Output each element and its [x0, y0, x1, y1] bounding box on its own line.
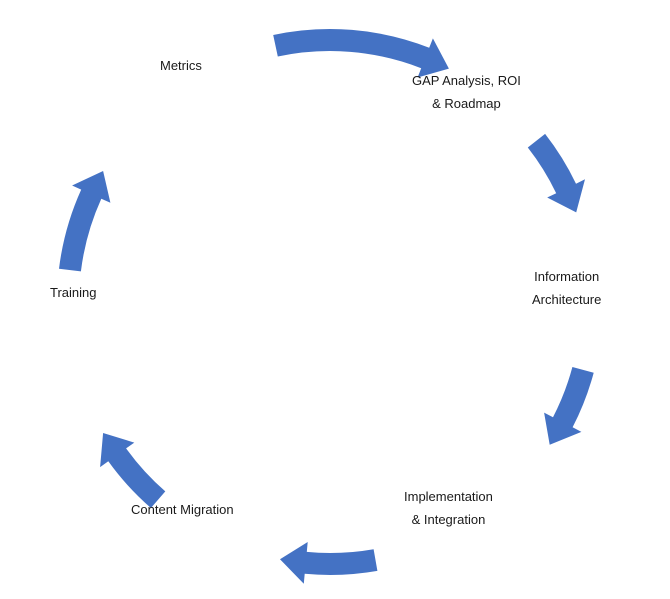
stage-label-line: Training [50, 285, 97, 300]
stage-label-information-architecture: Information Architecture [532, 265, 601, 311]
stage-label-line: & Integration [411, 512, 486, 527]
stage-label-line: Content Migration [131, 502, 234, 517]
stage-label-implementation: Implementation & Integration [404, 485, 493, 531]
cycle-arrow-1 [273, 29, 449, 78]
stage-label-line: Architecture [532, 292, 602, 307]
cycle-arrow-2 [527, 133, 585, 213]
cycle-arrow-4 [280, 542, 378, 584]
stage-label-training: Training [50, 281, 96, 304]
stage-label-line: GAP Analysis, ROI [412, 73, 521, 88]
stage-label-line: & Roadmap [432, 96, 501, 111]
stage-label-line: Information [534, 269, 600, 284]
stage-label-line: Implementation [404, 489, 493, 504]
cycle-arrow-6 [59, 171, 111, 272]
cycle-arrow-3 [544, 367, 594, 445]
stage-label-metrics: Metrics [160, 54, 202, 77]
arrow-layer [59, 29, 594, 584]
cycle-arrow-5 [100, 433, 166, 508]
stage-label-gap-analysis: GAP Analysis, ROI & Roadmap [412, 69, 521, 115]
stage-label-content-migration: Content Migration [131, 498, 234, 521]
stage-label-line: Metrics [160, 58, 202, 73]
